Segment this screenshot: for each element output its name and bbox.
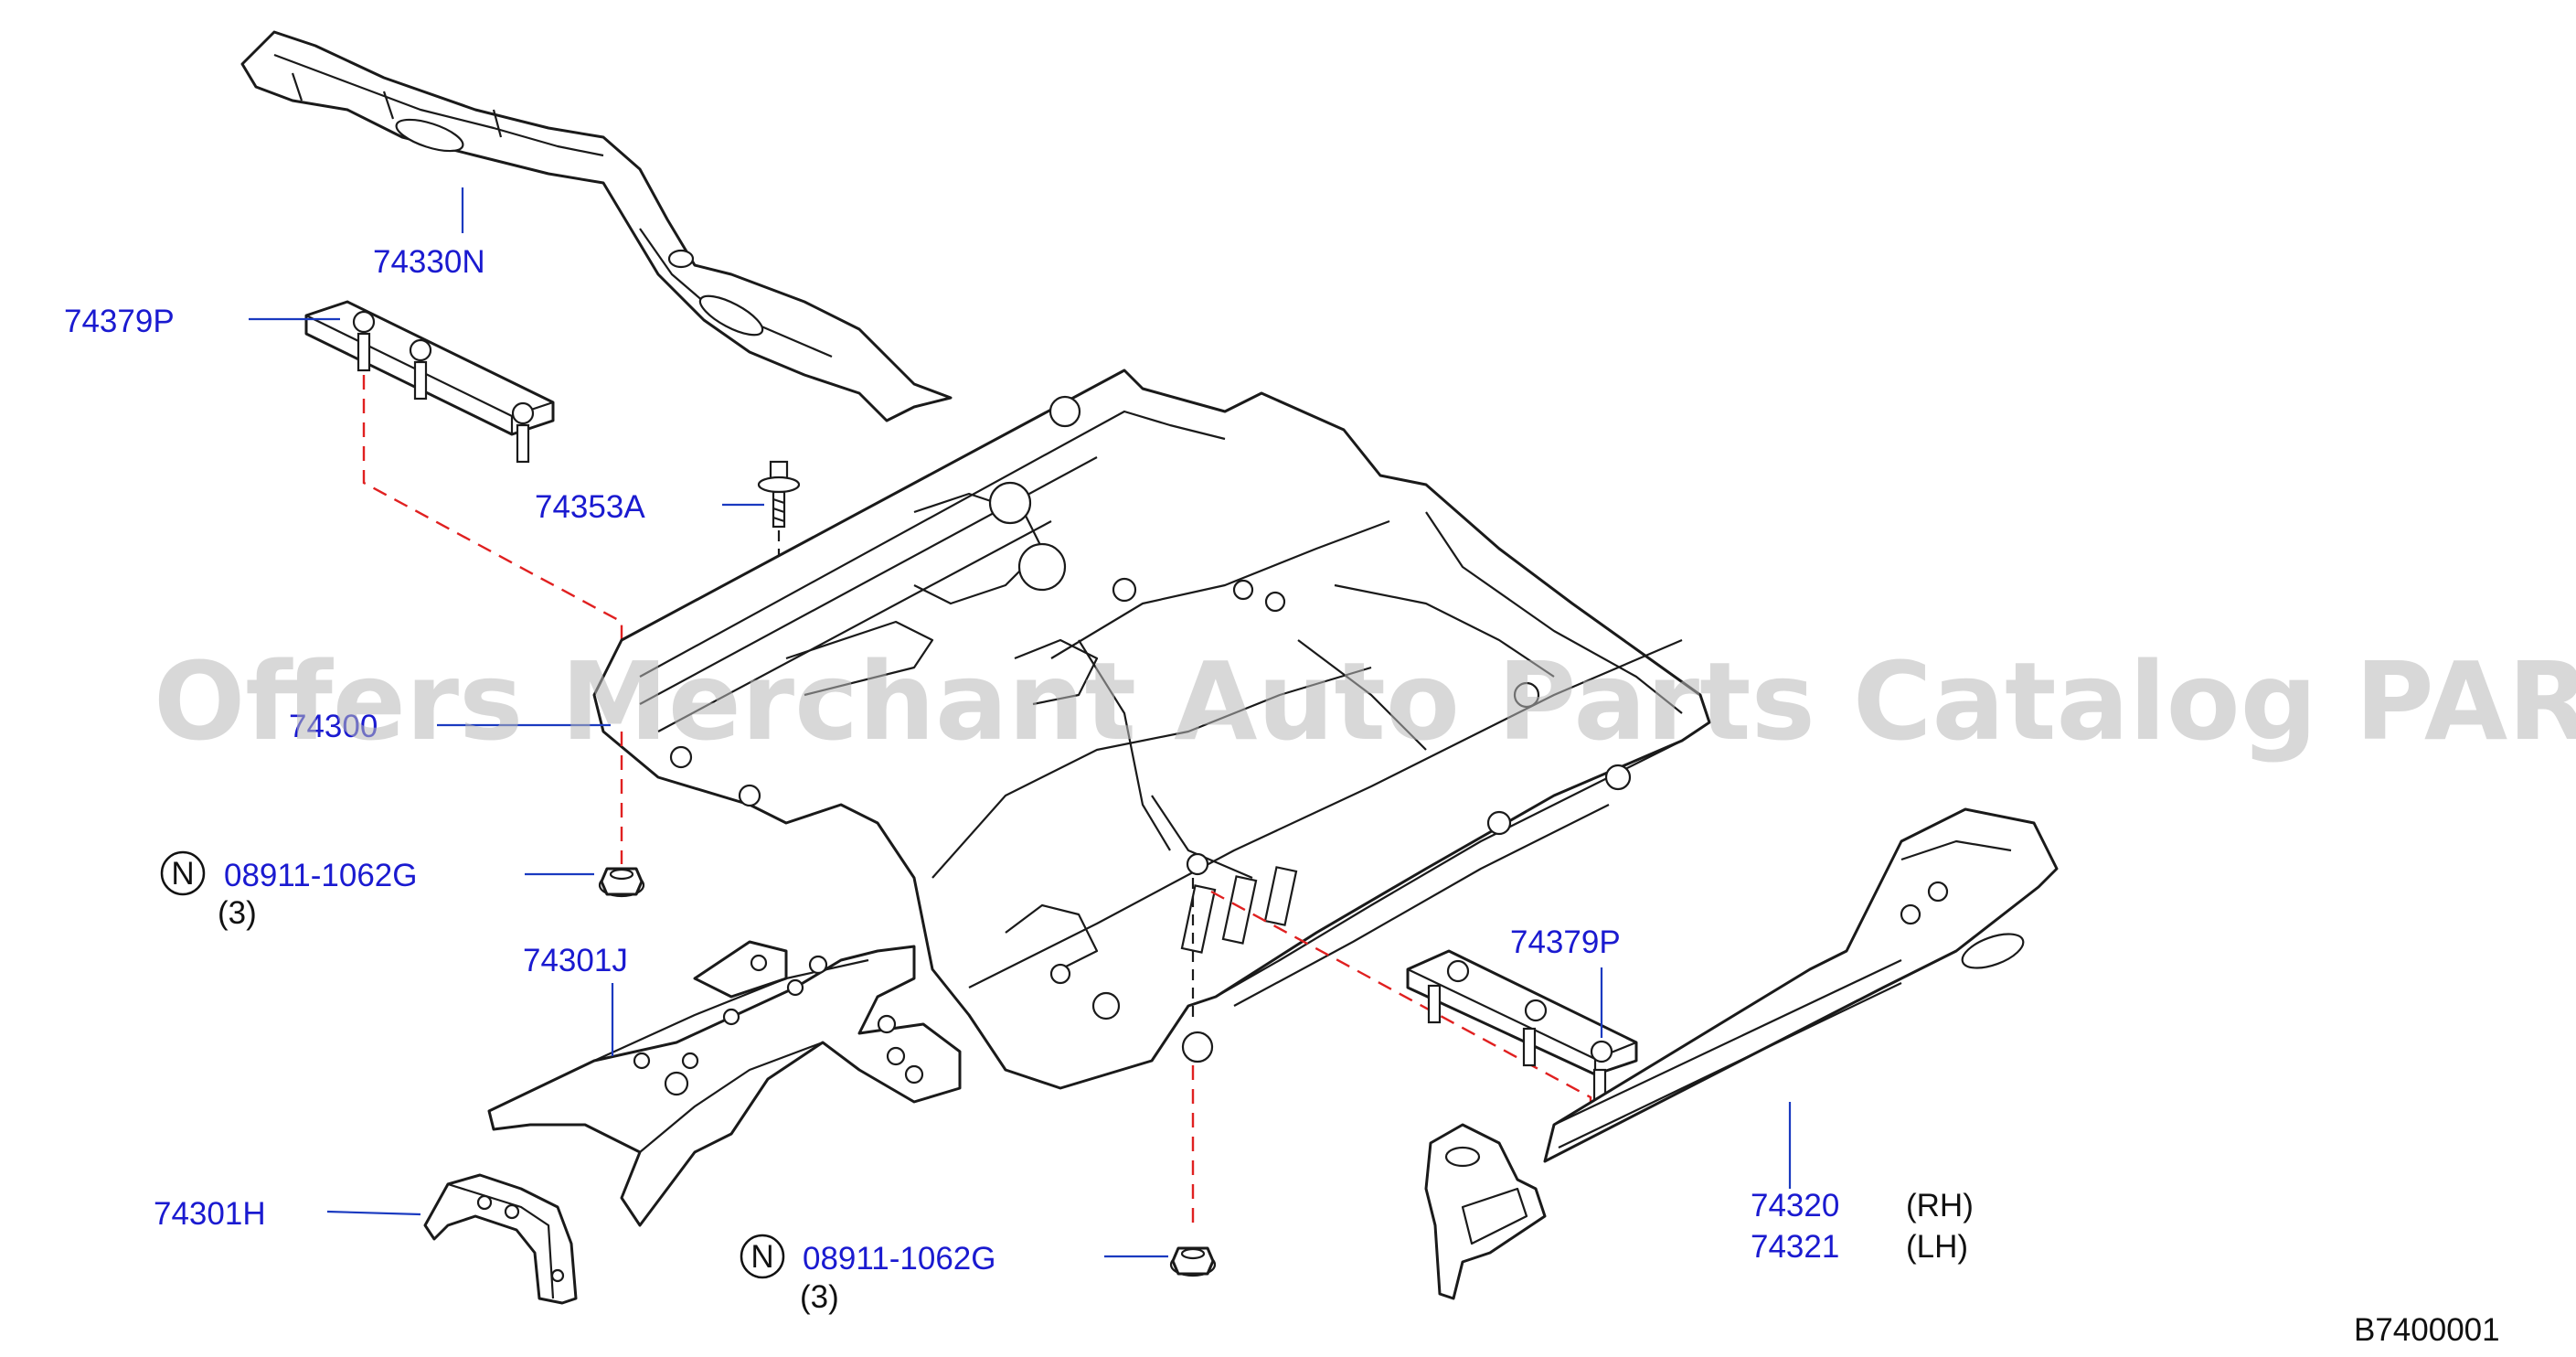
flange-nut-left[interactable] [598,867,645,898]
label-74353A: 74353A [535,489,645,525]
label-74379P-right: 74379P [1510,924,1621,960]
diagram-code: B7400001 [2354,1312,2500,1348]
label-08911-bottom: 08911-1062G [803,1241,995,1277]
label-rh: (RH) [1906,1188,1974,1223]
quantity-bottom: (3) [800,1279,839,1315]
svg-text:N: N [171,856,194,892]
svg-text:N: N [750,1239,773,1275]
bolt-74353A[interactable] [757,460,801,529]
watermark: Offers Merchant Auto Parts Catalog PARTS… [154,638,2576,764]
label-74379P-left: 74379P [64,304,175,339]
cross-member-74301J[interactable] [487,940,962,1227]
flange-nut-bottom[interactable] [1169,1246,1217,1277]
new-part-marker-left: N [160,850,206,896]
label-74301J: 74301J [523,943,628,978]
alignment-line-left [362,375,623,640]
quantity-left: (3) [218,895,257,931]
leader-74301H [326,1210,421,1216]
label-74320: 74320 [1751,1188,1839,1223]
reinforcement-74379P-right[interactable] [1406,949,1638,1108]
tunnel-member-74330N[interactable] [240,30,953,422]
label-74321: 74321 [1751,1229,1839,1265]
label-lh: (LH) [1906,1229,1968,1265]
floor-panel-74300[interactable] [592,369,1711,1090]
reinforcement-74379P-left[interactable] [304,300,555,464]
new-part-marker-bottom: N [740,1234,785,1279]
label-74330N: 74330N [373,244,485,280]
side-member-74320-74321[interactable] [1424,807,2059,1300]
label-74301H: 74301H [154,1196,266,1232]
bracket-74301H[interactable] [423,1173,578,1305]
label-74300: 74300 [289,709,378,744]
label-08911-left: 08911-1062G [224,858,417,893]
